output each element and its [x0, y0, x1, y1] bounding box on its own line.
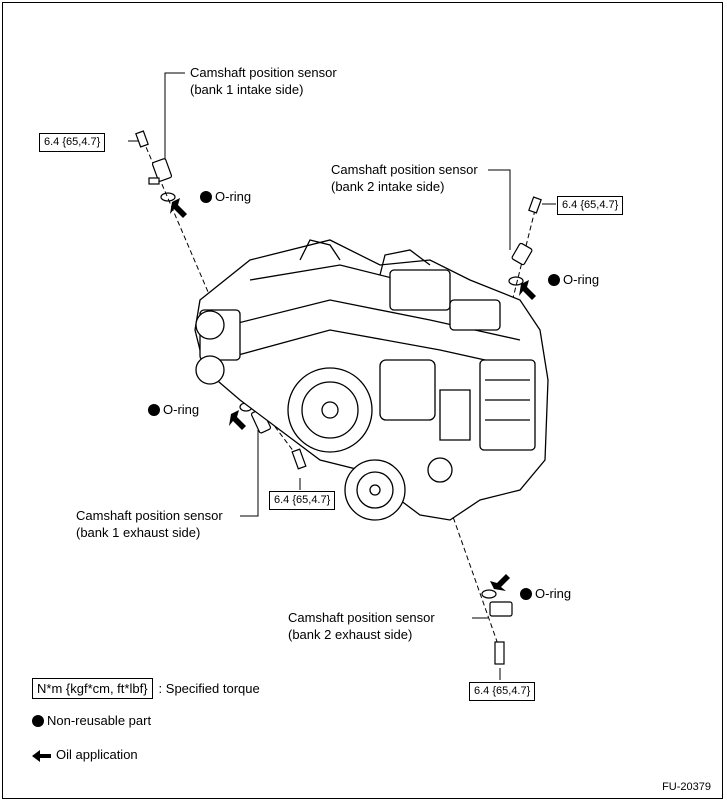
oil-arrow-icon	[32, 749, 51, 762]
legend-oil-text: Oil application	[56, 747, 138, 762]
nonreusable-dot-icon	[200, 191, 212, 203]
torque-box-4: 6.4 {65,4.7}	[469, 682, 536, 701]
legend-torque-box: N*m {kgf*cm, ft*lbf}	[32, 678, 153, 699]
sensor-bank1-intake	[135, 130, 176, 202]
figure-code: FU-20379	[662, 781, 711, 793]
oring-text: O-ring	[535, 586, 572, 601]
nonreusable-dot-icon	[148, 404, 160, 416]
nonreusable-dot-icon	[32, 715, 44, 727]
nonreusable-dot-icon	[548, 274, 560, 286]
oring-label-bank1-intake: O-ring	[200, 189, 251, 204]
oil-arrow-3	[229, 410, 246, 430]
label-bank2-intake-line1: Camshaft position sensor	[331, 162, 478, 177]
label-bank2-intake-line2: (bank 2 intake side)	[331, 179, 445, 194]
torque-box-3: 6.4 {65,4.7}	[269, 491, 336, 510]
label-bank1-exhaust-line2: (bank 1 exhaust side)	[76, 525, 201, 540]
sensor-bank2-exhaust	[481, 589, 513, 665]
torque-box-1: 6.4 {65,4.7}	[39, 133, 106, 152]
label-bank1-exhaust: Camshaft position sensor (bank 1 exhaust…	[76, 507, 223, 541]
oring-text: O-ring	[163, 402, 200, 417]
torque-box-2: 6.4 {65,4.7}	[557, 196, 624, 215]
label-bank1-intake: Camshaft position sensor (bank 1 intake …	[190, 64, 337, 98]
nonreusable-dot-icon	[520, 588, 532, 600]
oring-text: O-ring	[215, 189, 252, 204]
oil-arrow-4	[490, 574, 510, 591]
legend-nonreusable-text: Non-reusable part	[47, 713, 152, 728]
oring-text: O-ring	[563, 272, 600, 287]
engine-block	[194, 239, 549, 521]
oil-arrow-2	[519, 280, 536, 300]
dash-line-bank2-intake	[504, 209, 536, 331]
label-bank2-exhaust: Camshaft position sensor (bank 2 exhaust…	[288, 609, 435, 643]
legend-nonreusable: Non-reusable part	[32, 712, 151, 729]
oring-bank2-intake	[508, 276, 524, 286]
oil-arrows	[170, 198, 536, 591]
oring-label-bank2-intake: O-ring	[548, 272, 599, 287]
sensor-bank2-intake	[508, 196, 542, 286]
label-bank2-exhaust-line2: (bank 2 exhaust side)	[288, 627, 413, 642]
oil-arrow-1	[170, 198, 187, 218]
oring-label-bank1-exhaust: O-ring	[148, 402, 199, 417]
leader-bank1-intake	[164, 72, 185, 160]
label-bank1-intake-line1: Camshaft position sensor	[190, 65, 337, 80]
oring-label-bank2-exhaust: O-ring	[520, 586, 571, 601]
leader-bank2-intake	[488, 169, 511, 250]
oring-bank1-intake	[160, 192, 176, 202]
label-bank2-exhaust-line1: Camshaft position sensor	[288, 610, 435, 625]
leader-lines	[128, 72, 556, 680]
legend-oil: Oil application	[32, 746, 138, 763]
oring-bank2-exhaust	[481, 589, 497, 599]
leader-bank1-exhaust	[240, 430, 259, 517]
label-bank1-exhaust-line1: Camshaft position sensor	[76, 508, 223, 523]
label-bank2-intake: Camshaft position sensor (bank 2 intake …	[331, 161, 478, 195]
legend-torque: N*m {kgf*cm, ft*lbf} : Specified torque	[32, 678, 260, 699]
label-bank1-intake-line2: (bank 1 intake side)	[190, 82, 304, 97]
dash-line-bank2-exhaust	[439, 479, 501, 651]
legend-torque-desc: : Specified torque	[158, 681, 260, 696]
